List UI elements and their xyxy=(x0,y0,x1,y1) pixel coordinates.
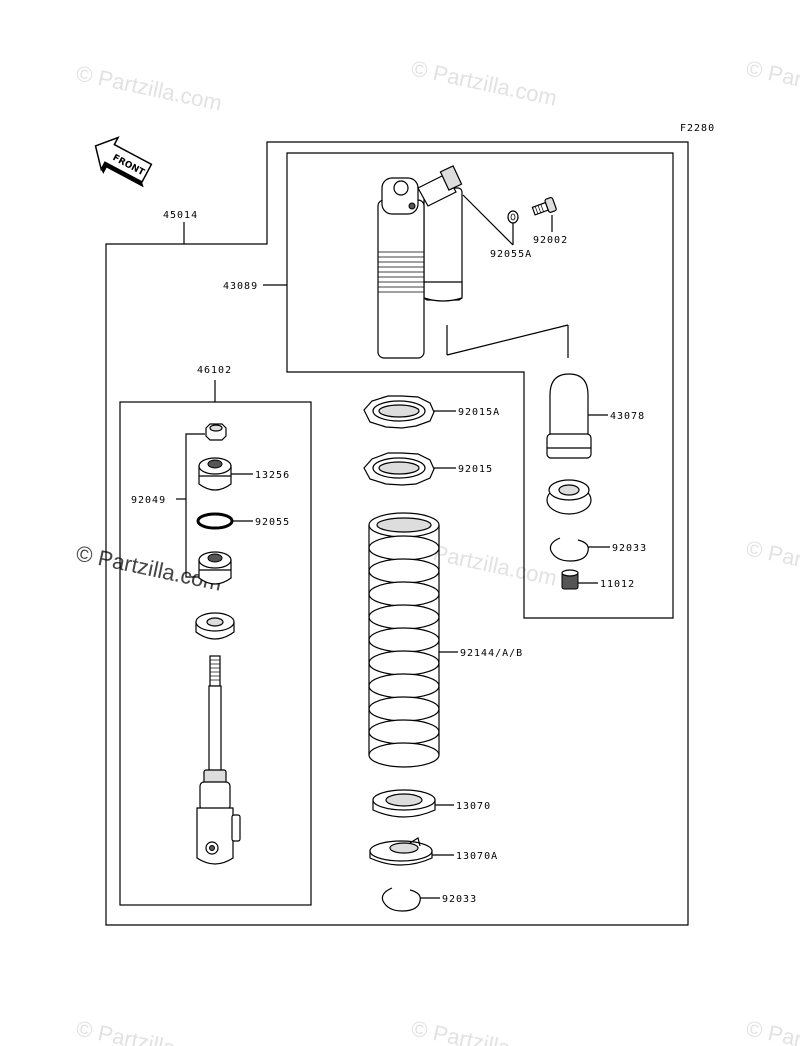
label-13070: 13070 xyxy=(456,801,491,812)
circlip-92033-bottom xyxy=(381,887,421,912)
watermark-mid-right: © Partzilla.com xyxy=(744,535,800,590)
ring-nut-92015 xyxy=(363,452,435,486)
diagram-code: F2280 xyxy=(680,123,715,134)
label-92015A: 92015A xyxy=(458,407,500,418)
bump-rubber xyxy=(195,612,235,640)
circlip-92033-top xyxy=(549,537,589,562)
spring-92144 xyxy=(368,512,440,768)
label-92015: 92015 xyxy=(458,464,493,475)
bladder-43078 xyxy=(546,373,592,459)
label-43089: 43089 xyxy=(223,281,258,292)
label-92055: 92055 xyxy=(255,517,290,528)
nut xyxy=(205,423,227,441)
label-92055A: 92055A xyxy=(490,249,532,260)
piston-13256 xyxy=(198,457,232,491)
label-92144: 92144/A/B xyxy=(460,648,523,659)
piston-rod xyxy=(196,655,241,865)
oring-92055 xyxy=(196,512,234,530)
watermark-bottom-left: © Partzilla.com xyxy=(74,1015,224,1046)
label-43078: 43078 xyxy=(610,411,645,422)
spring-seat-13070 xyxy=(372,789,436,818)
label-46102: 46102 xyxy=(197,365,232,376)
label-92049: 92049 xyxy=(131,495,166,506)
bushing-11012 xyxy=(561,569,579,590)
label-92002: 92002 xyxy=(533,235,568,246)
shock-body xyxy=(377,165,463,359)
label-92033-top: 92033 xyxy=(612,543,647,554)
label-92033-bottom: 92033 xyxy=(442,894,477,905)
bolt-92002 xyxy=(531,196,557,216)
watermark-top-center: © Partzilla.com xyxy=(409,55,559,110)
watermark-bottom-center: © Partzilla.com xyxy=(409,1015,559,1046)
stopper-13070A xyxy=(369,837,433,866)
front-arrow-icon: FRONT xyxy=(94,136,153,188)
watermark-top-left: © Partzilla.com xyxy=(74,60,224,115)
assembly-outline-45014 xyxy=(105,141,689,926)
ring-nut-92015A xyxy=(363,395,435,429)
watermark-bottom-right: © Partzilla.com xyxy=(744,1015,800,1046)
valve xyxy=(198,551,232,585)
reservoir-cap xyxy=(546,479,592,515)
frame-43089 xyxy=(286,152,674,619)
label-45014: 45014 xyxy=(163,210,198,221)
label-11012: 11012 xyxy=(600,579,635,590)
label-13256: 13256 xyxy=(255,470,290,481)
label-13070A: 13070A xyxy=(456,851,498,862)
watermark-top-right: © Partzilla.com xyxy=(744,55,800,110)
